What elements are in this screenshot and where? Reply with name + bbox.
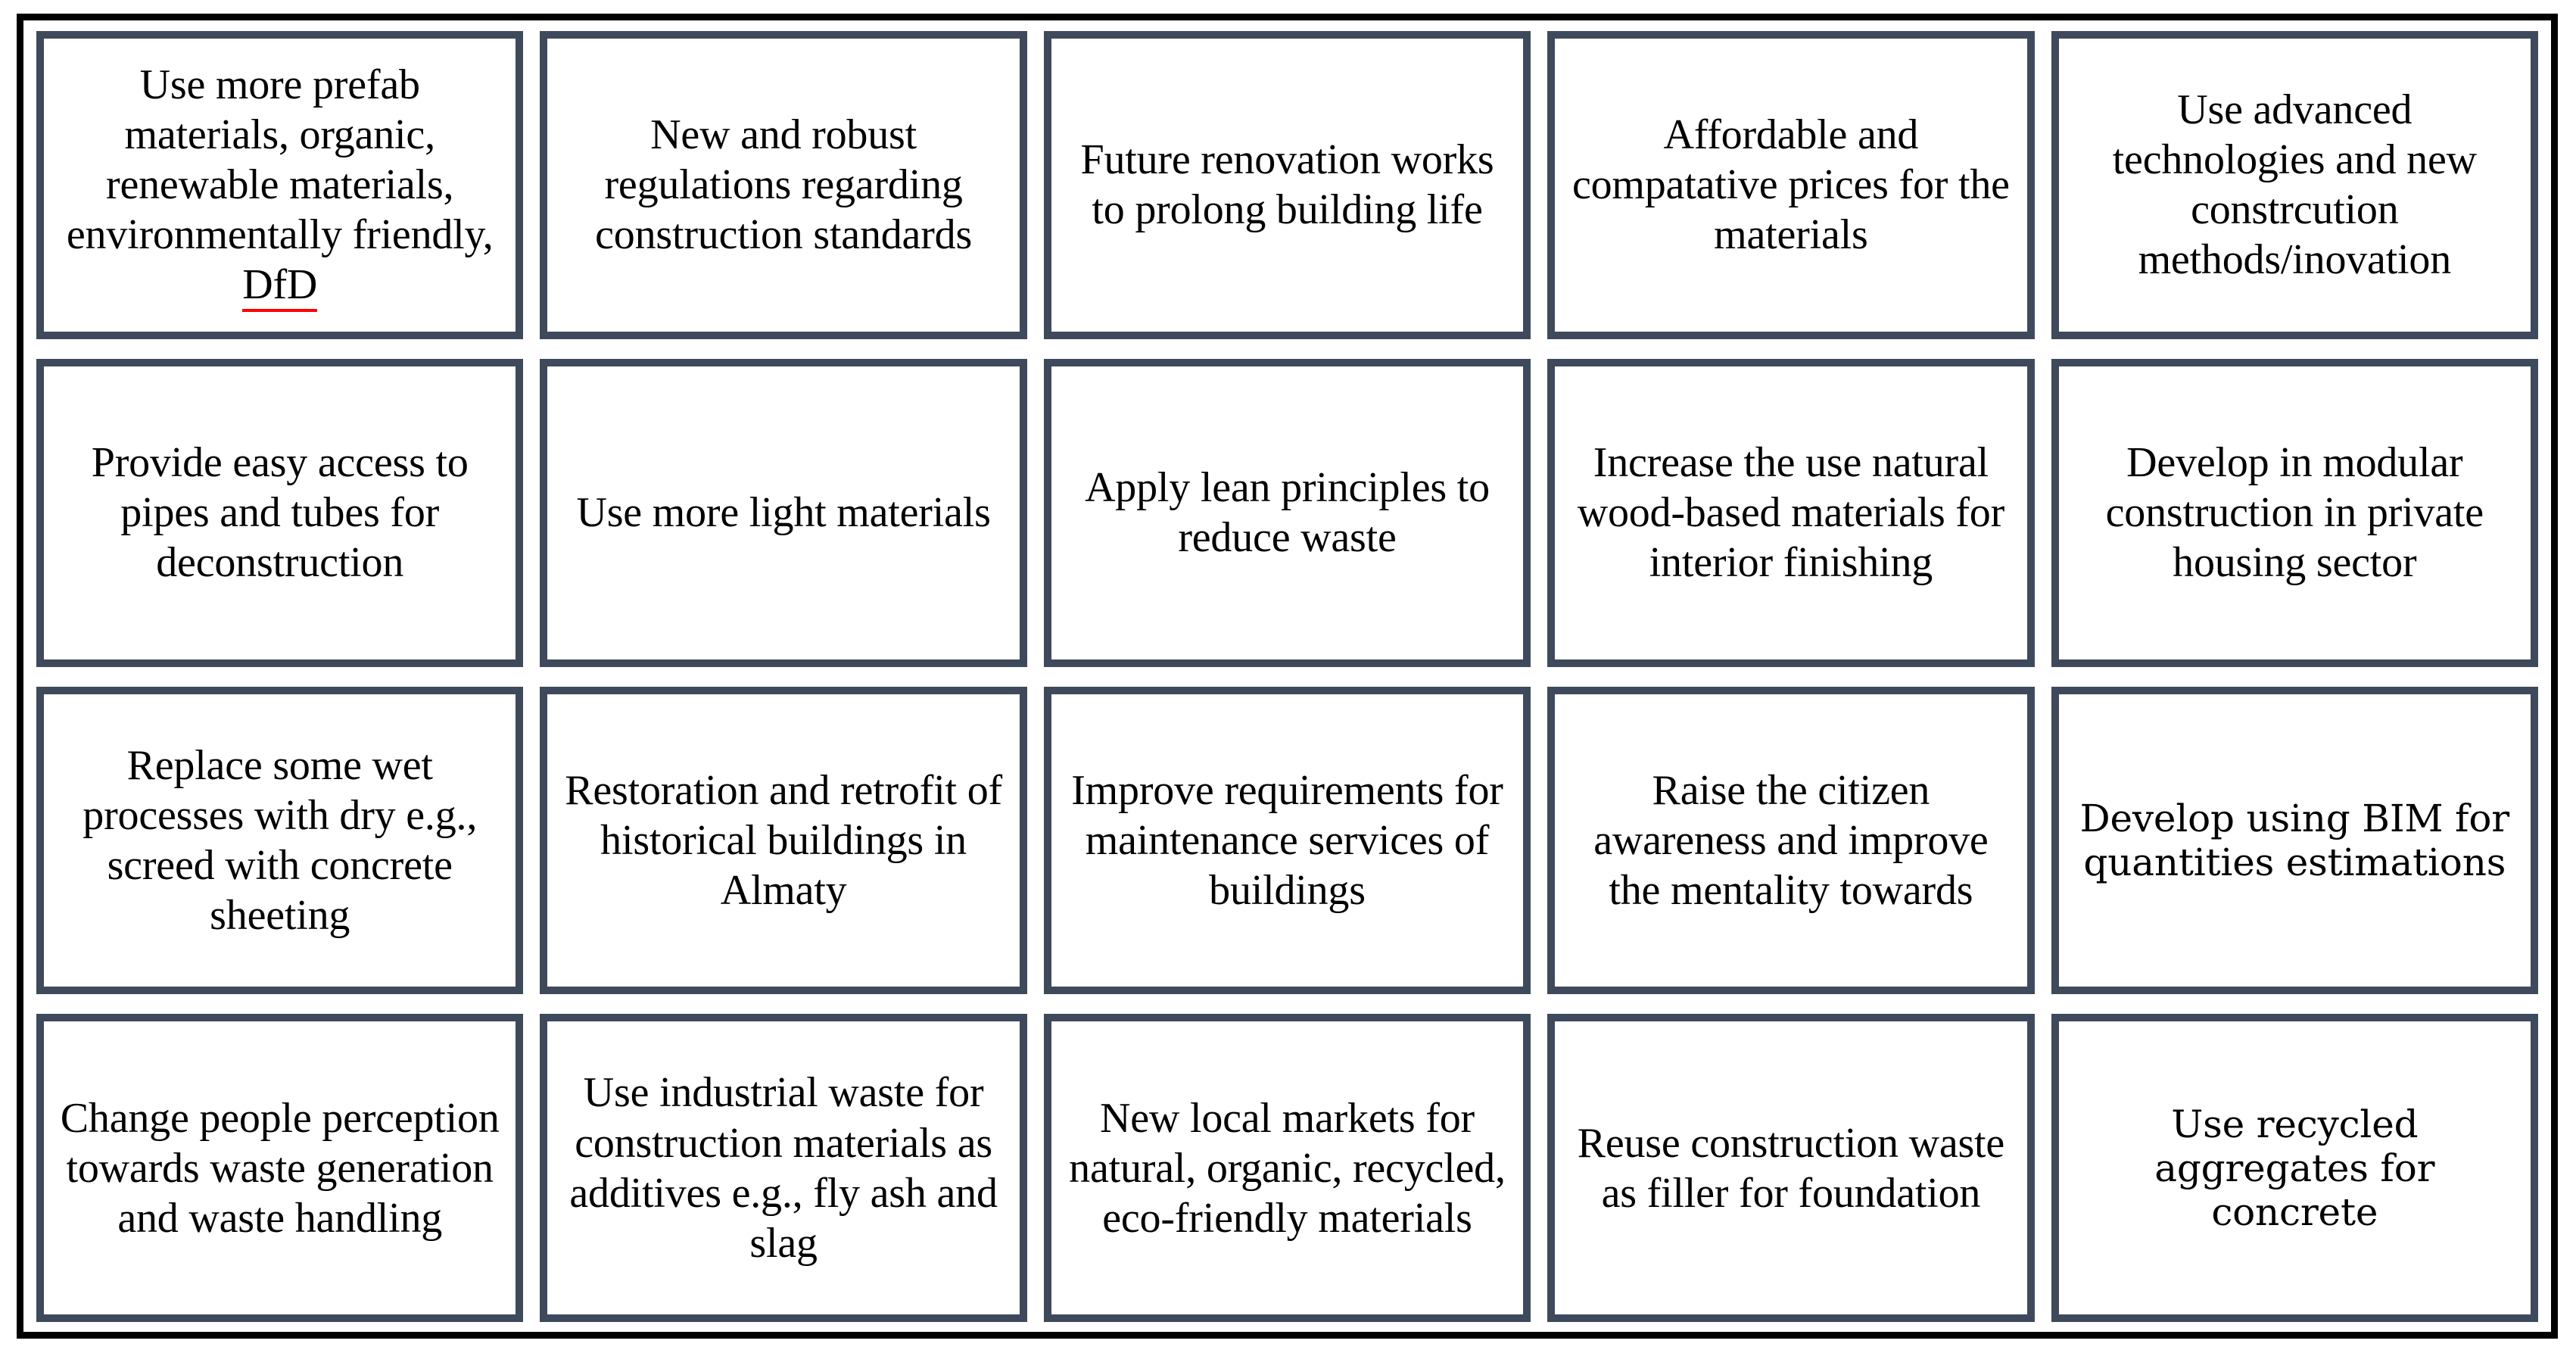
matrix-cell-r3c2[interactable]: Restoration and retrofit of historical b… (540, 686, 1027, 995)
matrix-cell-r2c3[interactable]: Apply lean principles to reduce waste (1043, 358, 1531, 667)
matrix-cell-r2c1[interactable]: Provide easy access to pipes and tubes f… (36, 358, 524, 667)
matrix-cell-r3c3[interactable]: Improve requirements for maintenance ser… (1043, 686, 1531, 995)
matrix-cell-text-segment: Use more prefab materials, organic, rene… (66, 61, 494, 259)
matrix-cell-r3c5[interactable]: Develop using BIM for quantities estimat… (2051, 686, 2538, 995)
matrix-cell-text-r1c4: Affordable and compatative prices for th… (1571, 111, 2010, 259)
matrix-cell-r4c4[interactable]: Reuse construction waste as filler for f… (1547, 1014, 2035, 1322)
matrix-cell-r3c1[interactable]: Replace some wet processes with dry e.g.… (36, 686, 524, 995)
matrix-grid: Use more prefab materials, organic, rene… (30, 27, 2544, 1325)
matrix-cell-text-r4c5: Use recycled aggregates for concrete (2154, 1102, 2435, 1234)
matrix-cell-text-r3c1: Replace some wet processes with dry e.g.… (83, 741, 478, 939)
matrix-cell-r1c1[interactable]: Use more prefab materials, organic, rene… (36, 31, 524, 339)
matrix-cell-text-r4c3: New local markets for natural, organic, … (1069, 1094, 1506, 1242)
matrix-cell-r1c4[interactable]: Affordable and compatative prices for th… (1547, 31, 2035, 339)
matrix-cell-r2c2[interactable]: Use more light materials (540, 358, 1027, 667)
matrix-cell-r4c1[interactable]: Change people perception towards waste g… (36, 1014, 524, 1322)
matrix-cell-text-r2c4: Increase the use natural wood-based mate… (1577, 439, 2005, 587)
matrix-cell-text-r1c1: Use more prefab materials, organic, rene… (55, 60, 505, 313)
matrix-cell-text-r3c4: Raise the citizen awareness and improve … (1593, 766, 1989, 914)
matrix-cell-r4c3[interactable]: New local markets for natural, organic, … (1043, 1014, 1531, 1322)
matrix-cell-text-r1c2: New and robust regulations regarding con… (595, 111, 973, 259)
matrix-cell-r2c4[interactable]: Increase the use natural wood-based mate… (1547, 358, 2035, 667)
matrix-cell-r2c5[interactable]: Develop in modular construction in priva… (2051, 358, 2538, 667)
matrix-cell-text-r2c1: Provide easy access to pipes and tubes f… (91, 439, 469, 587)
matrix-cell-text-r2c5: Develop in modular construction in priva… (2105, 439, 2484, 587)
matrix-cell-text-r3c3: Improve requirements for maintenance ser… (1071, 766, 1503, 914)
matrix-cell-r4c2[interactable]: Use industrial waste for construction ma… (540, 1014, 1027, 1322)
matrix-cell-text-r4c1: Change people perception towards waste g… (60, 1094, 500, 1242)
spellcheck-word: DfD (242, 261, 317, 313)
matrix-cell-text-r3c5: Develop using BIM for quantities estimat… (2079, 796, 2510, 884)
matrix-cell-text-r1c5: Use advanced technologies and new constr… (2112, 86, 2477, 284)
matrix-cell-r3c4[interactable]: Raise the citizen awareness and improve … (1547, 686, 2035, 995)
matrix-outer-frame: Use more prefab materials, organic, rene… (17, 14, 2558, 1339)
matrix-cell-text-r2c2: Use more light materials (576, 489, 991, 537)
matrix-cell-r4c5[interactable]: Use recycled aggregates for concrete (2051, 1014, 2538, 1322)
matrix-cell-text-r4c4: Reuse construction waste as filler for f… (1577, 1119, 2005, 1217)
matrix-cell-text-r1c3: Future renovation works to prolong build… (1080, 136, 1494, 234)
matrix-cell-text-r3c2: Restoration and retrofit of historical b… (565, 766, 1002, 914)
matrix-cell-text-r2c3: Apply lean principles to reduce waste (1085, 464, 1490, 562)
matrix-cell-text-r4c2: Use industrial waste for construction ma… (569, 1069, 998, 1267)
matrix-cell-r1c5[interactable]: Use advanced technologies and new constr… (2051, 31, 2538, 339)
matrix-cell-r1c3[interactable]: Future renovation works to prolong build… (1043, 31, 1531, 339)
matrix-cell-r1c2[interactable]: New and robust regulations regarding con… (540, 31, 1027, 339)
